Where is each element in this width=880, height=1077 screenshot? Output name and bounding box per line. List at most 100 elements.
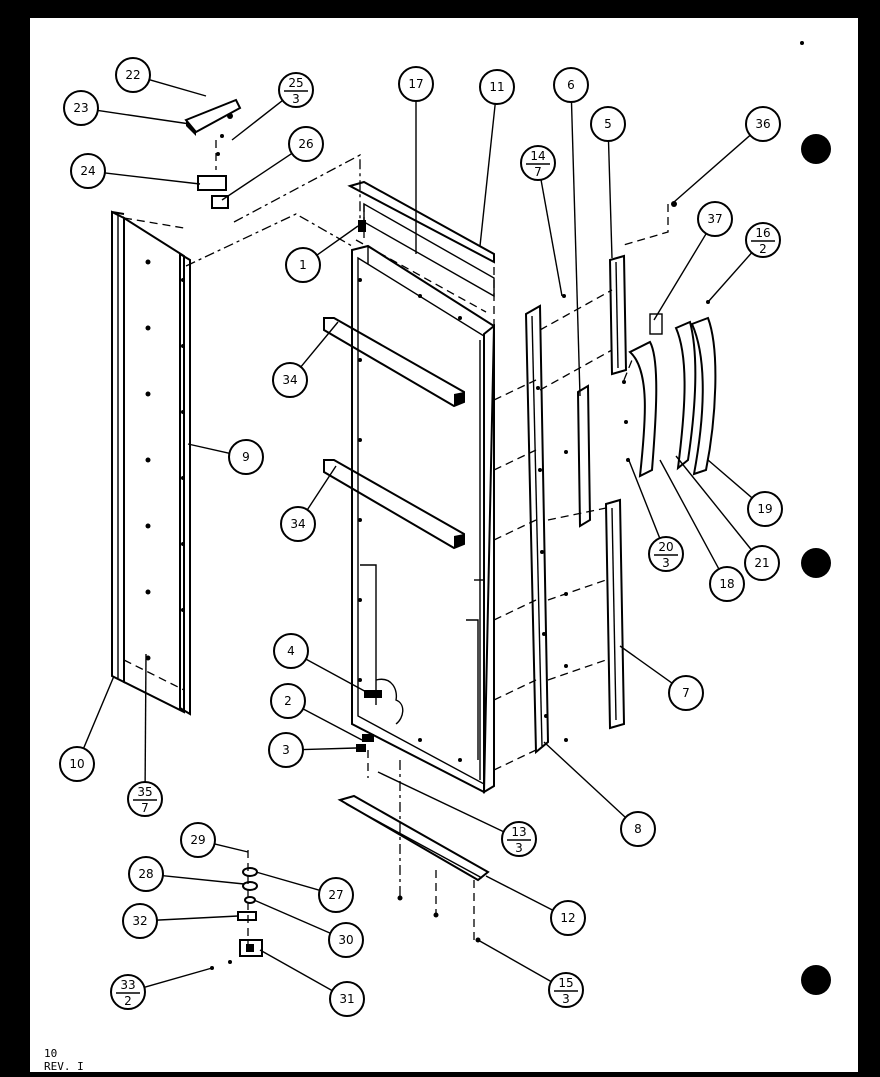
callout-6: 6 <box>553 67 589 103</box>
callout-subnumber: 3 <box>562 992 570 1006</box>
callout-number: 31 <box>339 992 354 1006</box>
callout-leader <box>627 457 661 539</box>
callout-7: 7 <box>668 675 704 711</box>
callout-leader <box>231 99 284 141</box>
callout-leader <box>485 875 554 911</box>
callout-leader <box>306 465 337 511</box>
callout-leader <box>570 101 581 397</box>
callout-number: 9 <box>242 450 250 464</box>
callout-30: 30 <box>328 922 364 958</box>
callout-leader <box>607 140 613 259</box>
callout-number: 20 <box>658 540 673 554</box>
callout-leader <box>149 79 207 97</box>
callout-leader <box>104 172 201 185</box>
callout-number: 7 <box>682 686 690 700</box>
registration-mark <box>801 965 831 995</box>
callout-number: 32 <box>132 914 147 928</box>
registration-mark <box>801 548 831 578</box>
callout-leader <box>162 875 245 885</box>
callout-number: 10 <box>69 757 84 771</box>
callout-number: 14 <box>530 149 545 163</box>
callout-5: 5 <box>590 106 626 142</box>
callout-number: 17 <box>408 77 423 91</box>
callout-15-3: 153 <box>548 972 584 1008</box>
callout-leader <box>82 675 115 749</box>
callout-27: 27 <box>318 877 354 913</box>
callout-leader <box>253 899 331 934</box>
callout-33-2: 332 <box>110 974 146 1010</box>
callout-21: 21 <box>744 545 780 581</box>
callout-number: 35 <box>137 785 152 799</box>
callout-number: 3 <box>282 743 290 757</box>
callout-number: 37 <box>707 212 722 226</box>
callout-number: 21 <box>754 556 769 570</box>
callout-leader <box>156 915 239 921</box>
callout-leader <box>214 843 249 853</box>
callout-number: 34 <box>282 373 297 387</box>
door-liner <box>323 180 496 794</box>
callout-22: 22 <box>115 57 151 93</box>
bottom-trim <box>337 794 490 943</box>
callout-35-7: 357 <box>127 781 163 817</box>
callout-leader <box>543 741 626 818</box>
callout-leader <box>540 179 563 297</box>
callout-leader <box>673 134 751 203</box>
callout-leader <box>302 708 363 741</box>
callout-number: 25 <box>288 76 303 90</box>
callout-number: 4 <box>287 644 295 658</box>
callout-8: 8 <box>620 811 656 847</box>
callout-25-3: 253 <box>278 72 314 108</box>
callout-16-2: 162 <box>745 222 781 258</box>
callout-number: 18 <box>719 577 734 591</box>
drawing-number: 10 <box>44 1047 57 1060</box>
callout-leader <box>302 747 357 751</box>
revision-label: REV. I <box>44 1060 84 1073</box>
callout-subnumber: 2 <box>759 242 767 256</box>
callout-26: 26 <box>288 126 324 162</box>
callout-4: 4 <box>273 633 309 669</box>
callout-leader <box>675 455 752 551</box>
callout-leader <box>187 443 230 454</box>
exploded-guides <box>185 153 669 940</box>
callout-number: 1 <box>299 258 307 272</box>
callout-leader <box>305 658 371 695</box>
callout-number: 13 <box>511 825 526 839</box>
callout-1: 1 <box>285 247 321 283</box>
callout-31: 31 <box>329 981 365 1017</box>
callout-number: 11 <box>489 80 504 94</box>
callout-leader <box>707 459 753 499</box>
callout-subnumber: 3 <box>292 92 300 106</box>
callout-number: 36 <box>755 117 770 131</box>
callout-12: 12 <box>550 900 586 936</box>
callout-leader <box>221 152 293 201</box>
callout-number: 2 <box>284 694 292 708</box>
callout-number: 16 <box>755 226 770 240</box>
top-hinge <box>184 98 242 209</box>
callout-number: 8 <box>634 822 642 836</box>
callout-17: 17 <box>398 66 434 102</box>
handle-parts <box>622 201 717 478</box>
callout-24: 24 <box>70 153 106 189</box>
callout-13-3: 133 <box>501 821 537 857</box>
callout-3: 3 <box>268 732 304 768</box>
callout-32: 32 <box>122 903 158 939</box>
callout-11: 11 <box>479 69 515 105</box>
callout-34: 34 <box>272 362 308 398</box>
callout-number: 5 <box>604 117 612 131</box>
callout-leader <box>259 949 333 992</box>
callout-leader <box>144 967 213 989</box>
side-strip <box>524 294 568 755</box>
callout-28: 28 <box>128 856 164 892</box>
gasket-strip-7 <box>604 498 626 730</box>
bottom-hinge-stack <box>210 850 263 970</box>
callout-leader <box>619 645 673 684</box>
callout-leader <box>653 233 707 321</box>
callout-18: 18 <box>709 566 745 602</box>
callout-subnumber: 7 <box>534 165 542 179</box>
callout-leader <box>377 771 504 833</box>
callout-leader <box>97 109 191 125</box>
gasket-strip-6 <box>576 384 592 528</box>
drawing-sheet <box>30 18 858 1072</box>
callout-leader <box>255 871 320 891</box>
callout-36: 36 <box>745 106 781 142</box>
